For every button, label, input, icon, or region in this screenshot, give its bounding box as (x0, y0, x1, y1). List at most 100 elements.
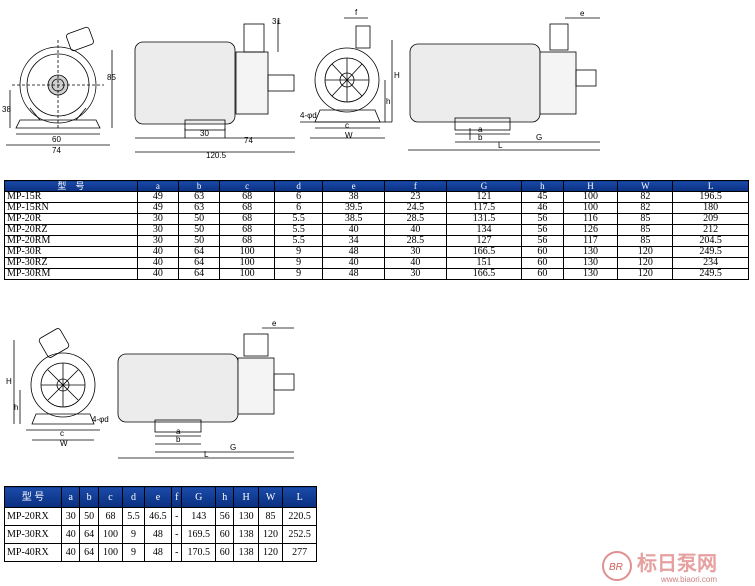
column-header: b (178, 180, 221, 192)
value-cell: 6 (274, 202, 324, 214)
dim-4d-label: 4-φd (300, 111, 317, 120)
seal-text: BR (609, 562, 623, 573)
value-cell: 40 (61, 525, 81, 544)
value-cell: 60 (521, 246, 564, 258)
value-cell: 209 (672, 213, 749, 225)
value-cell: 220.5 (282, 507, 317, 526)
value-cell: 40 (322, 224, 385, 236)
value-cell: 56 (521, 224, 564, 236)
value-cell: 180 (672, 202, 749, 214)
value-cell: 30 (136, 235, 180, 247)
value-cell: 56 (521, 213, 564, 225)
value-cell: 212 (672, 224, 749, 236)
value-cell: 120 (617, 257, 674, 269)
column-header: e (322, 180, 385, 192)
column-header: W (257, 486, 284, 508)
value-cell: 100 (219, 268, 276, 280)
value-cell: 5.5 (274, 235, 324, 247)
value-cell: 170.5 (181, 543, 217, 562)
column-header: a (61, 486, 81, 508)
dim-74-side-label: 74 (244, 136, 253, 145)
value-cell: 38.5 (322, 213, 385, 225)
dim-30-label: 30 (200, 129, 209, 138)
mid-dim-W-label: W (60, 439, 68, 448)
value-cell: 30 (383, 268, 447, 280)
value-cell: 38 (322, 191, 385, 203)
value-cell: 46 (521, 202, 564, 214)
value-cell: 166.5 (445, 246, 523, 258)
column-header: f (171, 486, 183, 508)
value-cell: 56 (215, 507, 235, 526)
column-header: d (274, 180, 324, 192)
value-cell: 60 (215, 543, 235, 562)
value-cell: 30 (136, 213, 180, 225)
model-cell: MP-30RM (4, 268, 138, 280)
model-cell: MP-30RZ (4, 257, 138, 269)
value-cell: 30 (61, 507, 81, 526)
mid-dim-H-label: H (6, 377, 12, 386)
model-cell: MP-20R (4, 213, 138, 225)
value-cell: 30 (136, 224, 180, 236)
value-cell: 68 (219, 191, 276, 203)
mid-dim-G-label: G (230, 443, 236, 452)
dim-74-label: 74 (52, 146, 61, 155)
dim-a-label: a (478, 125, 483, 134)
column-header: H (233, 486, 259, 508)
value-cell: 40 (322, 257, 385, 269)
value-cell: 48 (143, 525, 173, 544)
column-header: f (383, 180, 447, 192)
value-cell: 130 (562, 257, 619, 269)
model-cell: MP-20RM (4, 235, 138, 247)
value-cell: 116 (562, 213, 619, 225)
mid-dim-b-label: b (176, 435, 181, 444)
value-cell: 131.5 (445, 213, 523, 225)
side-view-lettered (408, 17, 600, 151)
value-cell: 68 (219, 213, 276, 225)
value-cell: 85 (257, 507, 284, 526)
value-cell: 117.5 (445, 202, 523, 214)
column-header: W (617, 180, 674, 192)
dim-L-label: L (498, 141, 503, 150)
value-cell: 24.5 (383, 202, 447, 214)
dim-h-label: h (386, 97, 390, 106)
value-cell: 40 (383, 257, 447, 269)
value-cell: 277 (282, 543, 317, 562)
value-cell: 204.5 (672, 235, 749, 247)
value-cell: - (171, 543, 183, 562)
value-cell: 85 (617, 224, 674, 236)
value-cell: 127 (445, 235, 523, 247)
value-cell: 49 (136, 202, 180, 214)
value-cell: - (171, 507, 183, 526)
watermark-url: www.biaori.com (660, 575, 717, 584)
column-header: e (143, 486, 173, 508)
model-cell: MP-15RN (4, 202, 138, 214)
value-cell: 39.5 (322, 202, 385, 214)
dim-c-label: c (345, 121, 349, 130)
dim-b-label: b (478, 133, 483, 142)
value-cell: 64 (178, 257, 221, 269)
value-cell: 82 (617, 191, 674, 203)
value-cell: 196.5 (672, 191, 749, 203)
value-cell: 48 (322, 246, 385, 258)
value-cell: 6 (274, 191, 324, 203)
column-header: b (79, 486, 99, 508)
value-cell: 64 (79, 525, 99, 544)
value-cell: 143 (181, 507, 217, 526)
dim-H-label: H (394, 71, 400, 80)
model-cell: MP-30R (4, 246, 138, 258)
value-cell: 166.5 (445, 268, 523, 280)
value-cell: 120 (617, 268, 674, 280)
front-view-lettered (300, 17, 393, 139)
value-cell: 121 (445, 191, 523, 203)
value-cell: 30 (383, 246, 447, 258)
value-cell: 5.5 (274, 224, 324, 236)
value-cell: 60 (521, 257, 564, 269)
value-cell: 40 (136, 257, 180, 269)
